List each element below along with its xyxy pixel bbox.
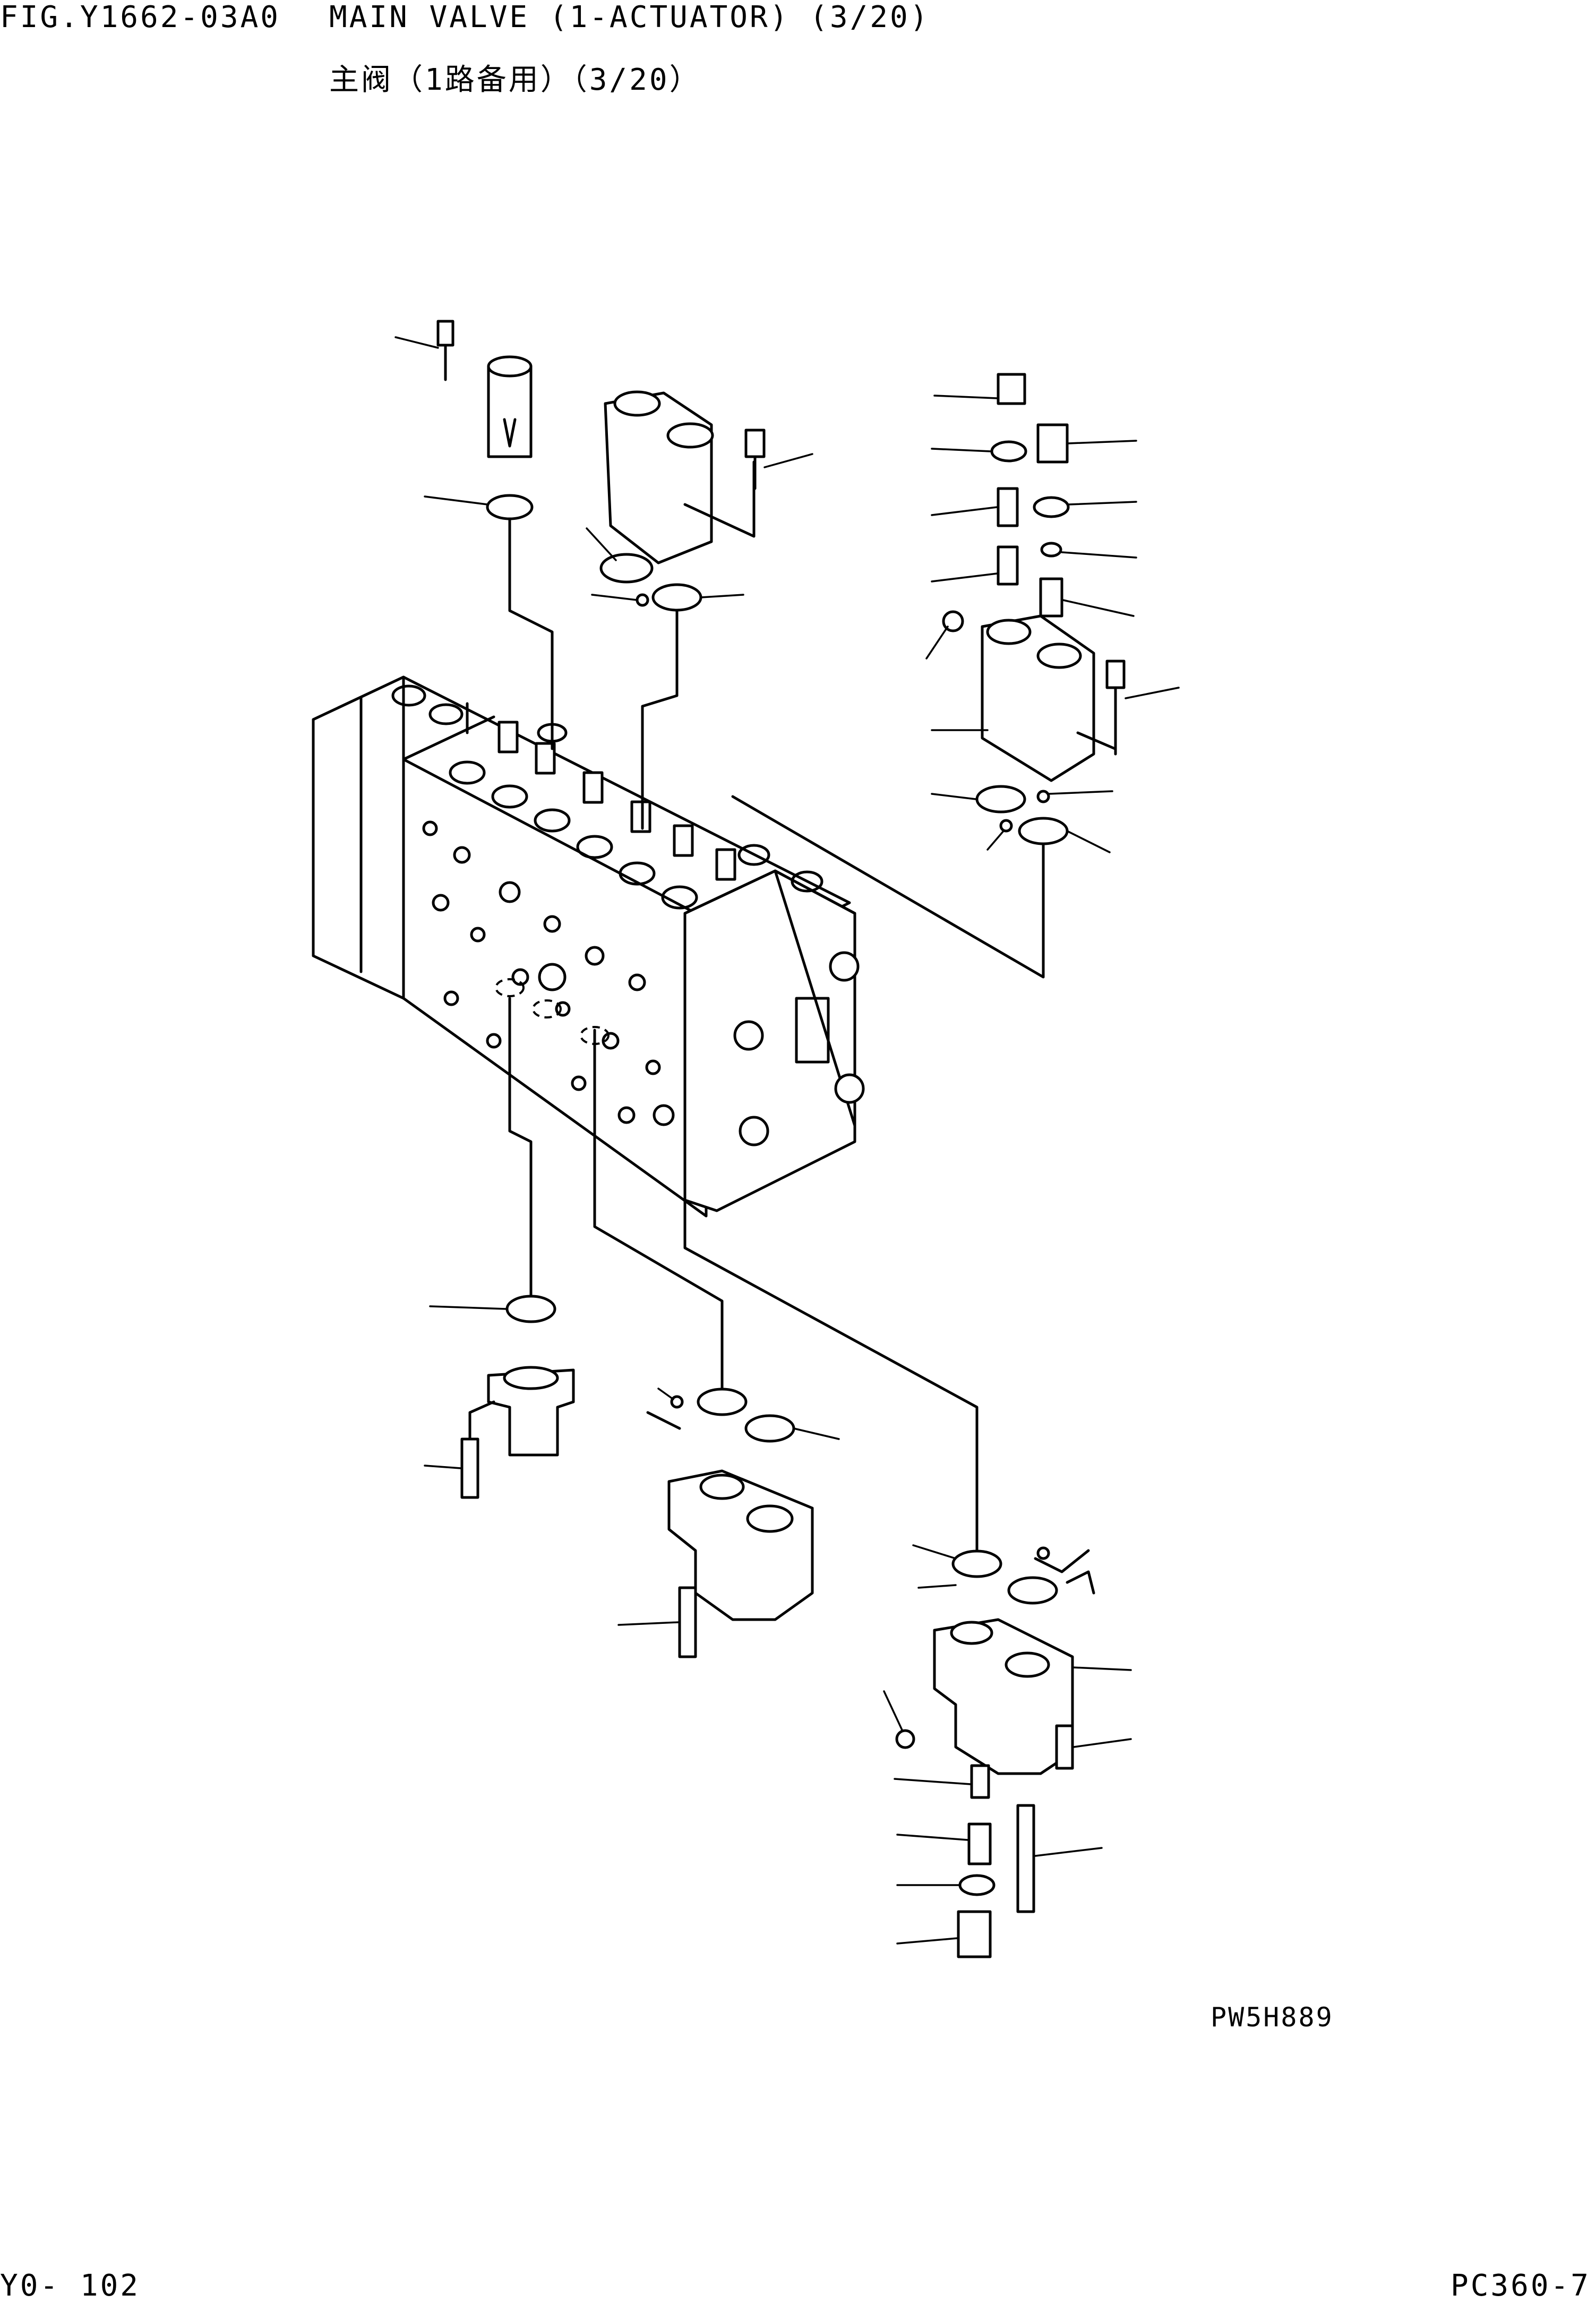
spool-caps [497, 721, 736, 881]
bottom-right-valve-stack [683, 1103, 1132, 1958]
end-cover-bolts [653, 951, 865, 1146]
top-right-valve-stack [731, 373, 1180, 979]
pilot-valve-assembly [586, 390, 813, 830]
drawing-code: PW5H889 [1211, 2002, 1334, 2033]
page-number: Y0- 102 [0, 2268, 141, 2303]
figure-number: FIG.Y1662-03A0 [0, 0, 281, 35]
model-number: PC360-7 [1450, 2268, 1591, 2303]
main-valve-body [312, 675, 865, 1218]
relief-cap-assembly [394, 320, 554, 750]
bottom-cap-assembly [424, 997, 575, 1499]
figure-subtitle: 主阀（1路备用）（3/20） [329, 63, 701, 97]
top-ports [391, 684, 823, 910]
front-face-holes [422, 820, 661, 1124]
bottom-pilot-valve-assembly [593, 1029, 840, 1658]
figure-title: MAIN VALVE (1-ACTUATOR) (3/20) [329, 0, 930, 35]
